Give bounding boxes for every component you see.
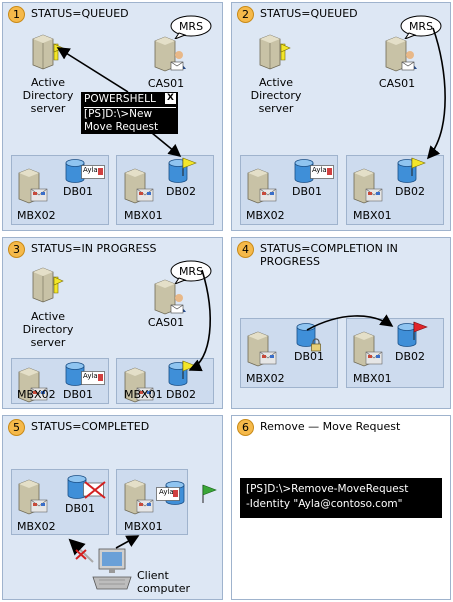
cas-server-icon bbox=[149, 33, 189, 73]
db-left-label: DB01 bbox=[63, 185, 94, 198]
mailbox-server-icon bbox=[15, 165, 51, 205]
red-flag-icon bbox=[412, 321, 428, 341]
mrs-label: MRS bbox=[178, 20, 204, 33]
directory-server-icon bbox=[27, 264, 67, 304]
powershell-command: [PS]D:\>New Move Request bbox=[84, 107, 176, 135]
step-3-panel: 3 STATUS=IN PROGRESS Active Directory se… bbox=[2, 237, 223, 409]
powershell-close-button[interactable]: X bbox=[165, 93, 176, 104]
client-computer-icon bbox=[91, 547, 133, 593]
mailbox-server-icon bbox=[350, 328, 386, 368]
cas-label: CAS01 bbox=[147, 316, 185, 329]
step-number: 3 bbox=[8, 241, 25, 258]
mbx-left-label: MBX02 bbox=[246, 372, 285, 385]
mbx-right-label: MBX01 bbox=[124, 520, 163, 533]
mbx-left-label: MBX02 bbox=[246, 209, 285, 222]
cas-label: CAS01 bbox=[147, 77, 185, 90]
mbx-right-label: MBX01 bbox=[353, 209, 392, 222]
step-number: 5 bbox=[8, 419, 25, 436]
directory-server-icon bbox=[27, 31, 67, 71]
mbx-left-label: MBX02 bbox=[17, 209, 56, 222]
client-computer-label: Client computer bbox=[137, 569, 191, 595]
db-right-label: DB02 bbox=[395, 350, 426, 363]
step-6-panel: 6 Remove — Move Request [PS]D:\>Remove-M… bbox=[231, 415, 451, 600]
step-2-panel: 2 STATUS=QUEUED Active Directory server … bbox=[231, 2, 451, 231]
step-title: STATUS=QUEUED bbox=[260, 7, 358, 20]
step-number: 6 bbox=[237, 419, 254, 436]
step-title: STATUS=QUEUED bbox=[31, 7, 129, 20]
powershell-command-window: [PS]D:\>Remove-MoveRequest -Identity "Ay… bbox=[240, 478, 442, 518]
powershell-title: POWERSHELL bbox=[84, 93, 156, 105]
mbx-left-label: MBX02 bbox=[17, 520, 56, 533]
mailbox-name: Ayla bbox=[83, 372, 98, 380]
step-title: STATUS=COMPLETION IN PROGRESS bbox=[260, 242, 398, 268]
mrs-label: MRS bbox=[408, 20, 434, 33]
yellow-flag-icon bbox=[181, 360, 197, 380]
mailbox-server-icon bbox=[15, 476, 51, 516]
db-left-label: DB01 bbox=[292, 185, 323, 198]
db-left-label: DB01 bbox=[294, 350, 325, 363]
db-right-label: DB02 bbox=[166, 388, 197, 401]
mailbox-server-icon bbox=[244, 328, 280, 368]
step-5-panel: 5 STATUS=COMPLETED DB01 MBX02 Ayla MBX01… bbox=[2, 415, 223, 600]
step-number: 4 bbox=[237, 241, 254, 258]
mailbox-server-icon bbox=[350, 165, 386, 205]
mbx-left-label: MBX02 bbox=[17, 388, 56, 401]
cas-server-icon bbox=[149, 276, 189, 316]
mbx-right-label: MBX01 bbox=[124, 388, 163, 401]
db-right-label: DB02 bbox=[166, 185, 197, 198]
mailbox-name: Ayla bbox=[312, 166, 327, 174]
step-title: Remove — Move Request bbox=[260, 420, 401, 433]
ad-server-label: Active Directory server bbox=[250, 76, 302, 115]
db-left-label: DB01 bbox=[63, 388, 94, 401]
powershell-window: POWERSHELL X [PS]D:\>New Move Request bbox=[81, 92, 178, 134]
ad-server-label: Active Directory server bbox=[22, 76, 74, 115]
step-title: STATUS=COMPLETED bbox=[31, 420, 150, 433]
cas-label: CAS01 bbox=[378, 77, 416, 90]
step-4-panel: 4 STATUS=COMPLETION IN PROGRESS DB01 MBX… bbox=[231, 237, 451, 409]
mailbox-server-icon bbox=[244, 165, 280, 205]
green-flag-icon bbox=[201, 484, 217, 504]
yellow-flag-icon bbox=[181, 157, 197, 177]
step-number: 1 bbox=[8, 6, 25, 23]
mailbox-server-icon bbox=[121, 165, 157, 205]
cas-server-icon bbox=[380, 33, 420, 73]
db-right-label: DB02 bbox=[395, 185, 426, 198]
mailbox-name: Ayla bbox=[159, 488, 174, 496]
step-1-panel: 1 STATUS=QUEUED Active Directory server … bbox=[2, 2, 223, 231]
mailbox-server-icon bbox=[121, 476, 157, 516]
ad-server-label: Active Directory server bbox=[22, 310, 74, 349]
mbx-right-label: MBX01 bbox=[353, 372, 392, 385]
step-title: STATUS=IN PROGRESS bbox=[31, 242, 157, 255]
db-left-label: DB01 bbox=[65, 502, 96, 515]
directory-server-icon bbox=[254, 31, 294, 71]
mailbox-name: Ayla bbox=[83, 166, 98, 174]
deleted-mailbox-icon bbox=[83, 480, 107, 500]
step-number: 2 bbox=[237, 6, 254, 23]
yellow-flag-icon bbox=[410, 157, 426, 177]
mbx-right-label: MBX01 bbox=[124, 209, 163, 222]
